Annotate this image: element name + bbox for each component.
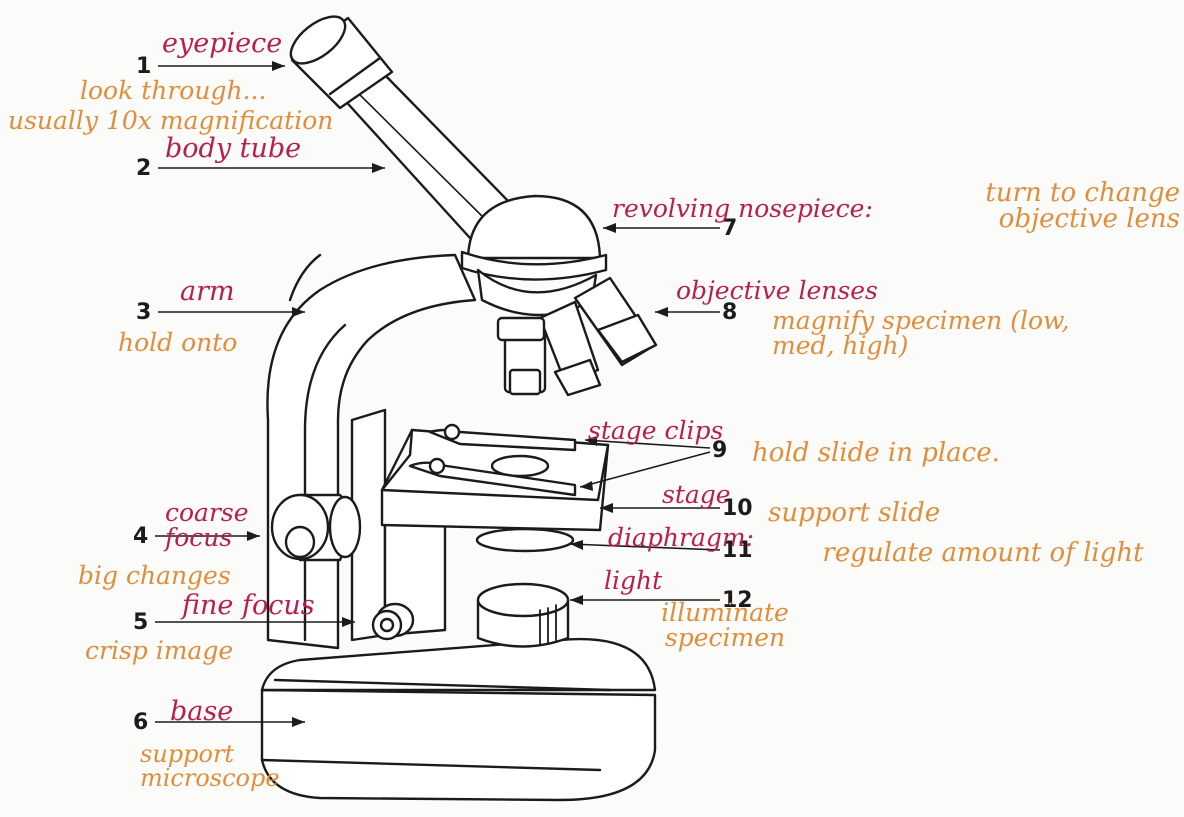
note-light: illuminate specimen [625, 600, 825, 650]
note-stage-clips: hold slide in place. [752, 440, 1000, 466]
note-arm: hold onto [118, 330, 237, 355]
diaphragm-shape [477, 529, 573, 551]
note-stage: support slide [768, 500, 940, 526]
note-objective-lenses: magnify specimen (low, med, high) [772, 308, 1072, 358]
label-number-4: 4 [133, 526, 148, 548]
label-number-3: 3 [136, 302, 151, 324]
light-shape [478, 584, 568, 647]
part-name-revolving-nosepiece: revolving nosepiece: [612, 196, 873, 221]
note-diaphragm: regulate amount of light [818, 540, 1148, 566]
label-number-1: 1 [136, 56, 151, 78]
label-number-6: 6 [133, 712, 148, 734]
note-fine-focus: crisp image [85, 638, 233, 663]
coarse-focus-shape [272, 495, 360, 560]
note-base: support microscope [140, 742, 290, 790]
part-name-diaphragm: diaphragm: [608, 525, 754, 550]
note-eyepiece-2: usually 10x magnification [8, 108, 333, 133]
part-name-eyepiece: eyepiece [162, 30, 282, 57]
part-name-body-tube: body tube [165, 135, 301, 162]
part-name-fine-focus: fine focus [182, 592, 315, 619]
note-coarse-focus: big changes [78, 563, 231, 588]
label-number-2: 2 [136, 158, 151, 180]
part-name-arm: arm [180, 278, 235, 305]
part-name-light: light [604, 568, 662, 593]
part-name-objective-lenses: objective lenses [676, 278, 878, 303]
part-name-stage: stage [662, 482, 731, 507]
base-shape [262, 639, 655, 800]
label-number-5: 5 [133, 612, 148, 634]
note-nosepiece: turn to change objective lens [900, 180, 1180, 232]
part-name-base: base [170, 698, 233, 725]
part-name-stage-clips: stage clips [588, 418, 723, 443]
label-number-8: 8 [722, 302, 737, 324]
note-eyepiece-1: look through... [80, 78, 266, 103]
stage-shape [382, 425, 608, 530]
part-name-coarse-focus: coarse focus [165, 500, 285, 550]
